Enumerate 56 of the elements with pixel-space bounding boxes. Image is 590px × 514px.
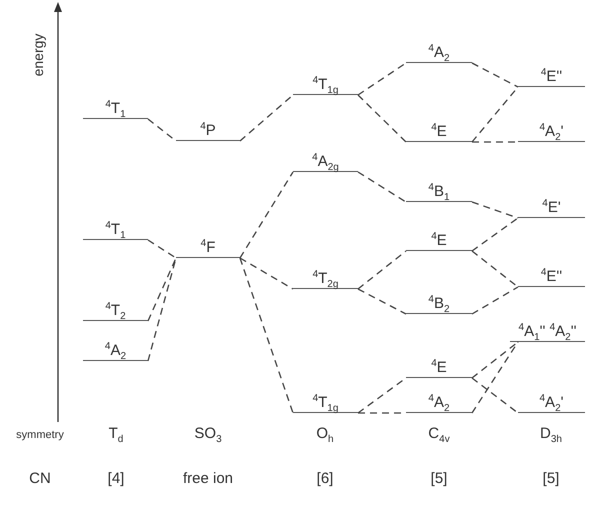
energy-level: $^{4}$T$_{1g}$ — [293, 389, 358, 413]
dashed-connector — [240, 257, 294, 290]
dashed-connector — [472, 377, 518, 414]
energy-level: $^{4}$F — [176, 234, 240, 258]
coordination-number: [5] — [430, 470, 448, 487]
dashed-connector — [240, 94, 294, 142]
dashed-connector — [472, 250, 518, 288]
dashed-connector — [358, 94, 406, 142]
dashed-connector — [148, 239, 176, 259]
energy-level: $^{4}$A$_{2}$ — [83, 337, 148, 361]
dashed-connector — [472, 217, 518, 252]
energy-level: $^{4}$E'' — [518, 263, 585, 287]
symmetry-label: O$_{h}$ — [316, 425, 334, 445]
energy-level: $^{4}$B$_{2}$ — [406, 290, 472, 314]
row-label: symmetry — [16, 429, 64, 441]
symmetry-label: SO$_{3}$ — [194, 425, 222, 445]
dashed-connector — [472, 141, 518, 143]
energy-level: $^{4}$A$_{1}$'' $^{4}$A$_{2}$'' — [510, 318, 585, 342]
coordination-number: [6] — [316, 470, 334, 487]
dashed-connector — [472, 341, 518, 379]
dashed-connector — [472, 286, 518, 315]
energy-level: $^{4}$T$_{2g}$ — [293, 265, 358, 289]
energy-level: $^{4}$T$_{1}$ — [83, 216, 148, 240]
dashed-connector — [239, 172, 294, 258]
coordination-number: [4] — [108, 470, 124, 487]
dashed-connector — [358, 288, 406, 315]
coordination-number: [5] — [542, 470, 560, 487]
energy-level: $^{4}$E' — [518, 194, 585, 218]
energy-level: $^{4}$A$_{2g}$ — [293, 148, 358, 172]
energy-level: $^{4}$P — [176, 117, 240, 141]
energy-level: $^{4}$A$_{2}$ — [406, 389, 472, 413]
coordination-number: free ion — [182, 470, 234, 487]
energy-level: $^{4}$T$_{2}$ — [83, 297, 148, 321]
energy-level: $^{4}$A$_{2}$' — [518, 118, 585, 142]
axis-label: energy — [30, 34, 46, 76]
symmetry-label: T$_{d}$ — [108, 425, 124, 445]
energy-level: $^{4}$E — [406, 354, 472, 378]
energy-level: $^{4}$A$_{2}$ — [406, 39, 472, 63]
dashed-connector — [358, 250, 406, 290]
dashed-connector — [472, 62, 518, 88]
dashed-connector — [147, 258, 177, 322]
energy-level: $^{4}$E'' — [518, 63, 585, 87]
energy-level: $^{4}$T$_{1}$ — [83, 95, 148, 119]
dashed-connector — [358, 62, 406, 96]
dashed-connector — [358, 171, 406, 203]
dashed-connector — [471, 342, 519, 414]
energy-level: $^{4}$T$_{1g}$ — [293, 71, 358, 95]
symmetry-label: D$_{3h}$ — [540, 425, 562, 445]
energy-level: $^{4}$B$_{1}$ — [406, 178, 472, 202]
row-label: CN — [29, 470, 51, 487]
dashed-connector — [472, 201, 518, 219]
symmetry-label: C$_{4v}$ — [428, 425, 450, 445]
energy-level: $^{4}$E — [406, 118, 472, 142]
dashed-connector — [239, 258, 294, 414]
energy-level: $^{4}$A$_{2}$' — [518, 389, 585, 413]
energy-level: $^{4}$E — [406, 227, 472, 251]
